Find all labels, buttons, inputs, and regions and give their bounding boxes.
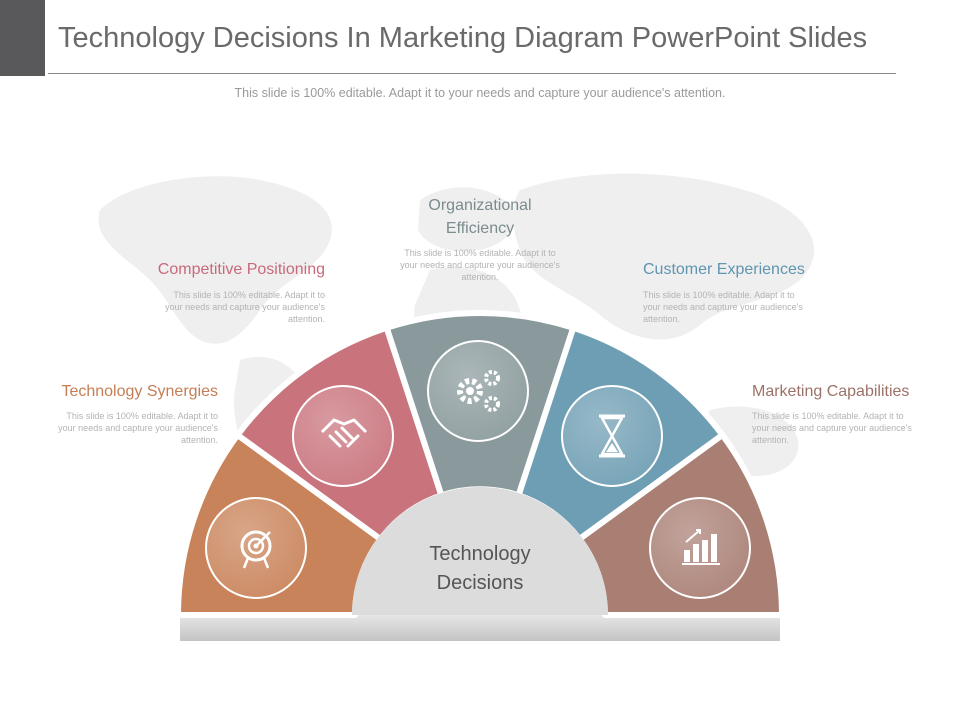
label-marketing-capabilities: Marketing Capabilities [752,383,910,400]
diagram-base-bar [180,615,780,641]
hourglass-icon [561,385,663,487]
center-label: Technology Decisions [380,540,580,598]
desc-competitive-positioning: This slide is 100% editable. Adapt it to… [165,290,325,324]
gears-icon [427,340,529,442]
title-accent-block [0,0,45,76]
center-label-line1: Technology [429,543,531,565]
desc-organizational-efficiency: This slide is 100% editable. Adapt it to… [400,248,560,282]
desc-customer-experiences: This slide is 100% editable. Adapt it to… [643,290,803,324]
title-divider [48,73,896,74]
slide-subtitle: This slide is 100% editable. Adapt it to… [234,86,726,100]
label-competitive-positioning: Competitive Positioning [157,261,325,278]
slide-title: Technology Decisions In Marketing Diagra… [58,22,868,54]
label-organizational-efficiency: Organizational Efficiency [380,194,580,240]
desc-marketing-capabilities: This slide is 100% editable. Adapt it to… [752,411,912,445]
label-technology-synergies: Technology Synergies [61,383,218,400]
growth-chart-icon [649,497,751,599]
label-organizational-line2: Efficiency [445,220,515,237]
label-organizational-line1: Organizational [428,197,532,214]
center-hub [352,487,608,615]
target-icon [205,497,307,599]
desc-technology-synergies: This slide is 100% editable. Adapt it to… [58,411,218,445]
center-label-line2: Decisions [436,572,524,594]
label-customer-experiences: Customer Experiences [643,261,805,278]
handshake-icon [292,385,394,487]
